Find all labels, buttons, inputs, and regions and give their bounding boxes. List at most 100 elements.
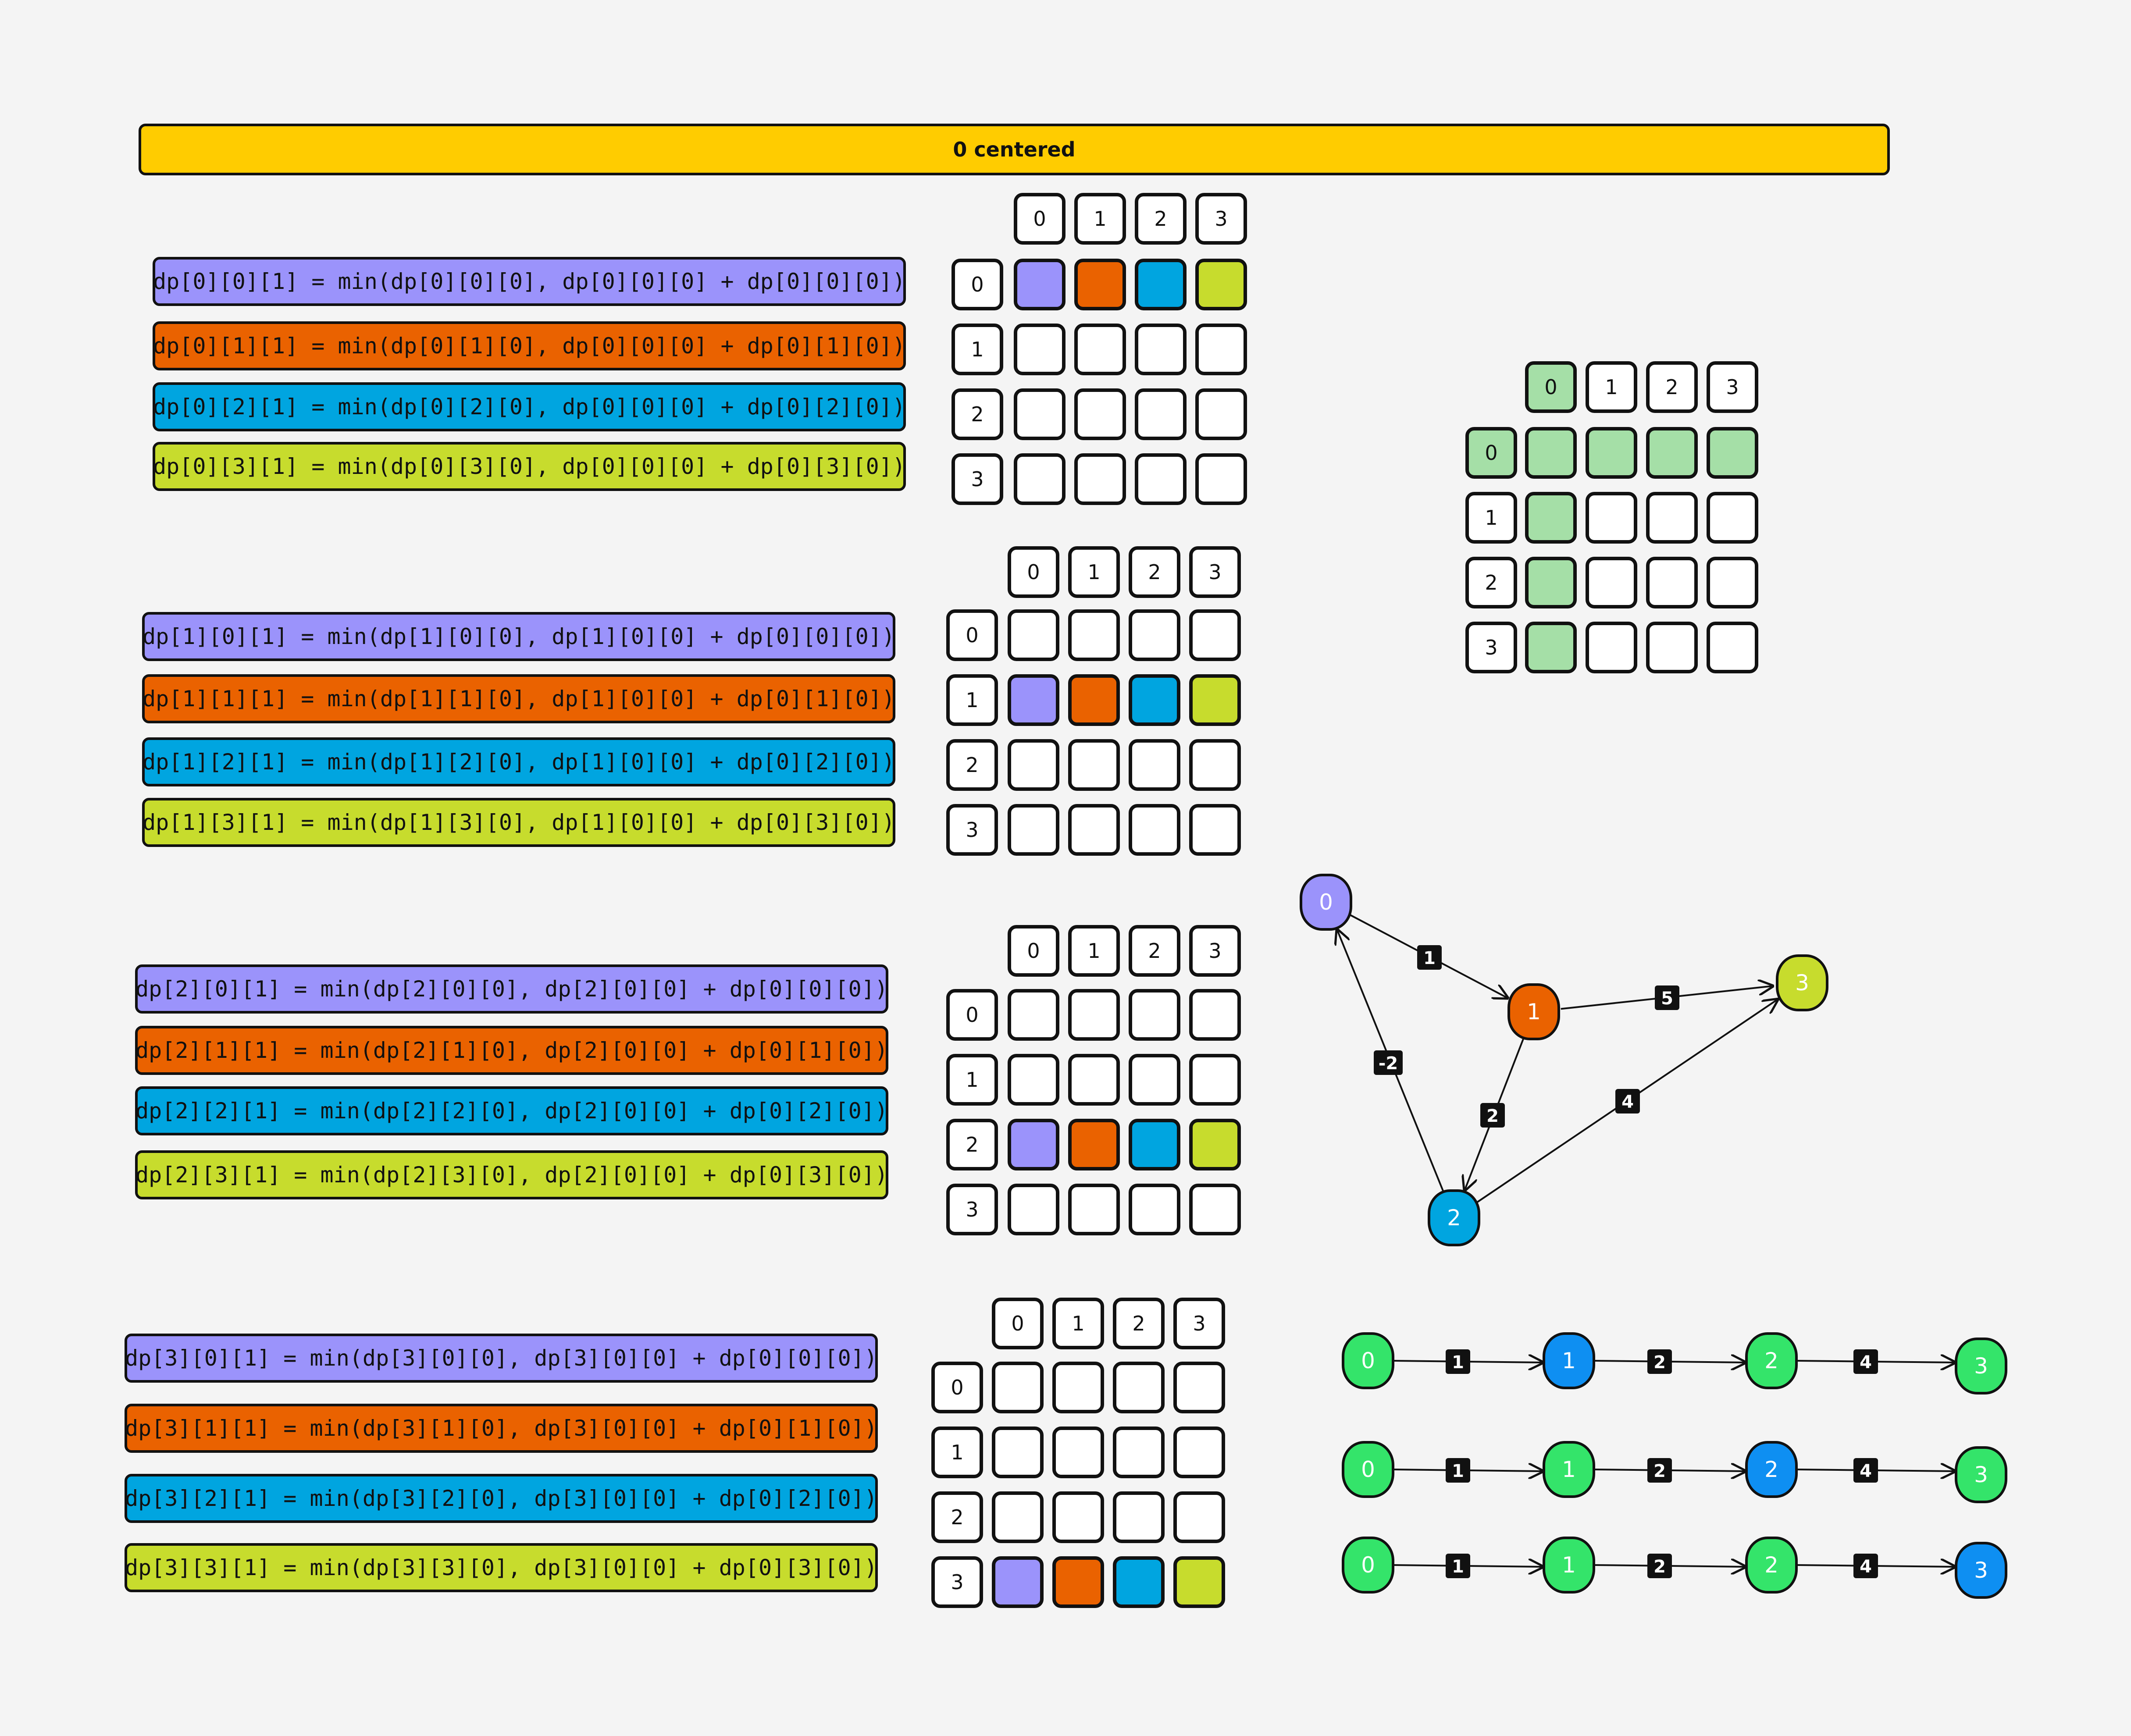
graph-weight-1-3-text: 5	[1661, 989, 1673, 1009]
grid0-cell-1-0	[1014, 324, 1066, 375]
grid3-col-header-2: 2	[1113, 1298, 1165, 1349]
grid1-cell-0-2	[1129, 609, 1180, 661]
grid2-row-header-0: 0	[946, 989, 998, 1041]
grid1-cell-3-2	[1129, 804, 1180, 856]
result-grid-cell-2-2	[1646, 557, 1698, 608]
grid1-cell-1-3	[1189, 674, 1241, 726]
formula-row3-col2: dp[3][2][1] = min(dp[3][2][0], dp[3][0][…	[125, 1474, 878, 1523]
result-grid-row-header-3: 3	[1465, 622, 1517, 673]
grid1-cell-0-1	[1068, 609, 1120, 661]
grid1-col-header-3: 3	[1189, 546, 1241, 598]
grid3-cell-2-1	[1052, 1491, 1104, 1543]
grid1-row-header-2: 2	[946, 739, 998, 791]
graph-weight-2-0-text: -2	[1379, 1053, 1398, 1074]
path1-node-0: 0	[1342, 1441, 1394, 1498]
path0-node-1: 1	[1543, 1332, 1595, 1389]
grid3-col-header-3: 3	[1173, 1298, 1225, 1349]
grid2-cell-0-2	[1129, 989, 1180, 1041]
grid1-cell-1-2	[1129, 674, 1180, 726]
grid3-cell-2-3	[1173, 1491, 1225, 1543]
grid3-row-header-3: 3	[931, 1556, 983, 1608]
path0-node-2-label: 2	[1764, 1348, 1778, 1373]
grid2-row-header-1: 1	[946, 1054, 998, 1106]
graph-weight-0-1: 1	[1417, 945, 1442, 970]
path2-weight-2-text: 4	[1860, 1557, 1872, 1577]
grid1-col-header-2: 2	[1129, 546, 1180, 598]
graph-weight-1-2: 2	[1480, 1103, 1505, 1128]
path1-node-1-label: 1	[1562, 1457, 1576, 1482]
grid0-cell-3-1	[1074, 453, 1126, 505]
grid1-cell-1-0	[1008, 674, 1059, 726]
path2-weight-2: 4	[1853, 1554, 1878, 1578]
grid1-cell-2-0	[1008, 739, 1059, 791]
grid2-cell-3-0	[1008, 1184, 1059, 1235]
result-grid-cell-0-1	[1586, 427, 1637, 479]
grid1-col-header-1: 1	[1068, 546, 1120, 598]
path2-node-1: 1	[1543, 1537, 1595, 1594]
grid3-cell-2-2	[1113, 1491, 1165, 1543]
grid2-cell-1-1	[1068, 1054, 1120, 1106]
grid2-cell-0-3	[1189, 989, 1241, 1041]
path0-weight-0: 1	[1446, 1349, 1470, 1374]
grid0-row-header-1: 1	[951, 324, 1003, 375]
grid0-col-header-0: 0	[1014, 193, 1066, 245]
grid0-cell-2-0	[1014, 388, 1066, 440]
grid0-col-header-1: 1	[1074, 193, 1126, 245]
grid3-cell-1-2	[1113, 1427, 1165, 1478]
graph-node-3-label: 3	[1795, 970, 1809, 996]
result-grid-col-header-3: 3	[1707, 361, 1758, 413]
grid2-row-header-3: 3	[946, 1184, 998, 1235]
grid2-cell-3-3	[1189, 1184, 1241, 1235]
path0-weight-0-text: 1	[1452, 1352, 1464, 1373]
formula-row0-col2: dp[0][2][1] = min(dp[0][2][0], dp[0][0][…	[153, 382, 906, 431]
formula-row1-col2: dp[1][2][1] = min(dp[1][2][0], dp[1][0][…	[142, 737, 895, 786]
result-grid-col-header-0: 0	[1525, 361, 1577, 413]
grid1-row-header-3: 3	[946, 804, 998, 856]
path2-node-3-label: 3	[1974, 1558, 1988, 1583]
path1-weight-1-text: 2	[1653, 1461, 1666, 1481]
grid3-col-header-1: 1	[1052, 1298, 1104, 1349]
path1-node-2-label: 2	[1764, 1457, 1778, 1482]
grid1-cell-0-0	[1008, 609, 1059, 661]
result-grid-col-header-2: 2	[1646, 361, 1698, 413]
path2-node-2-label: 2	[1764, 1552, 1778, 1578]
graph-node-2-label: 2	[1447, 1205, 1461, 1231]
result-grid-cell-3-1	[1586, 622, 1637, 673]
result-grid-cell-1-2	[1646, 492, 1698, 544]
result-grid-cell-0-3	[1707, 427, 1758, 479]
path1-node-0-label: 0	[1361, 1457, 1375, 1482]
grid0-cell-0-0	[1014, 259, 1066, 310]
result-grid-cell-3-3	[1707, 622, 1758, 673]
grid3-cell-1-0	[992, 1427, 1044, 1478]
grid0-cell-2-2	[1135, 388, 1187, 440]
grid3-cell-1-3	[1173, 1427, 1225, 1478]
graph-weight-1-2-text: 2	[1486, 1106, 1499, 1126]
grid0-cell-1-1	[1074, 324, 1126, 375]
grid2-cell-3-1	[1068, 1184, 1120, 1235]
grid3-cell-2-0	[992, 1491, 1044, 1543]
result-grid-row-header-2: 2	[1465, 557, 1517, 608]
grid0-cell-2-1	[1074, 388, 1126, 440]
grid0-cell-3-0	[1014, 453, 1066, 505]
path2-weight-1-text: 2	[1653, 1557, 1666, 1577]
grid2-cell-2-3	[1189, 1119, 1241, 1170]
path1-weight-2-text: 4	[1860, 1461, 1872, 1481]
grid0-row-header-0: 0	[951, 259, 1003, 310]
grid1-cell-2-1	[1068, 739, 1120, 791]
grid2-col-header-0: 0	[1008, 925, 1059, 977]
formula-row0-col1: dp[0][1][1] = min(dp[0][1][0], dp[0][0][…	[153, 321, 906, 370]
grid2-cell-0-1	[1068, 989, 1120, 1041]
path0-weight-1-text: 2	[1653, 1352, 1666, 1373]
result-grid-row-header-1: 1	[1465, 492, 1517, 544]
grid0-col-header-3: 3	[1195, 193, 1247, 245]
grid0-cell-1-2	[1135, 324, 1187, 375]
path0-node-0-label: 0	[1361, 1348, 1375, 1373]
path0-weight-2-text: 4	[1860, 1352, 1872, 1373]
grid1-cell-0-3	[1189, 609, 1241, 661]
grid1-cell-3-3	[1189, 804, 1241, 856]
grid2-cell-2-1	[1068, 1119, 1120, 1170]
grid1-cell-2-2	[1129, 739, 1180, 791]
graph-weight-1-3: 5	[1655, 985, 1679, 1010]
result-grid-cell-1-3	[1707, 492, 1758, 544]
